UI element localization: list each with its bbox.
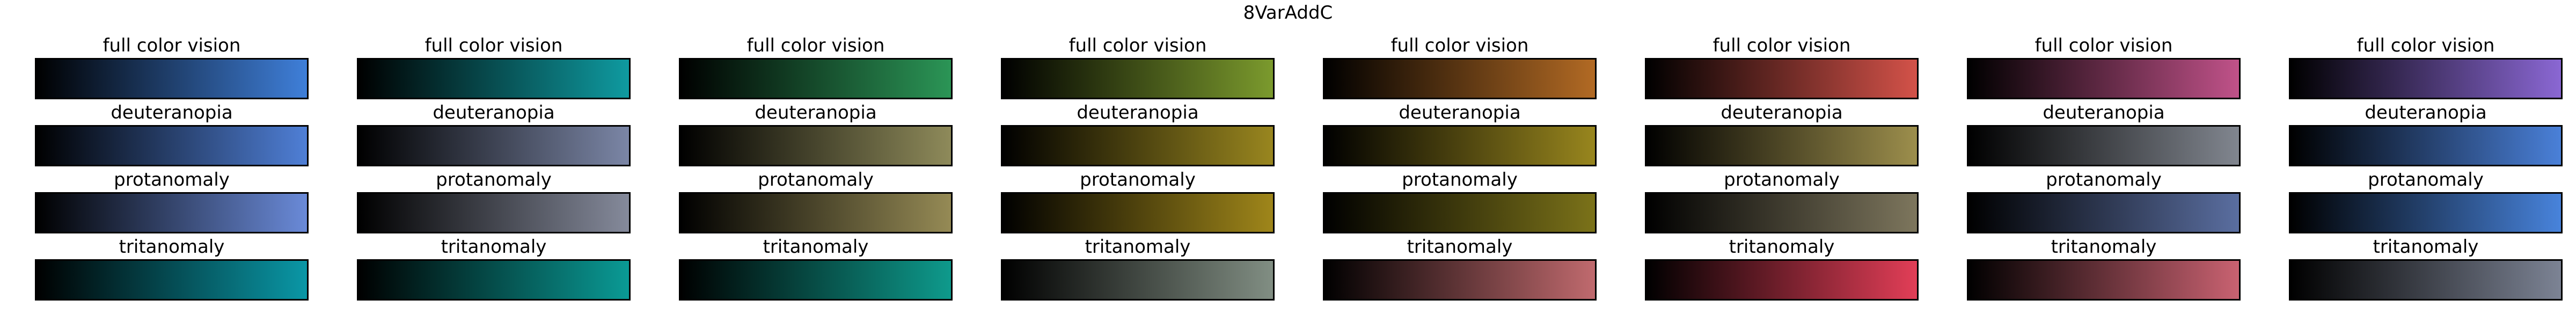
panel-deuteranopia-3: deuteranopia	[679, 102, 953, 167]
colormap-bar	[679, 192, 953, 233]
colormap-bar	[1645, 259, 1919, 301]
colormap-bar	[1001, 192, 1275, 233]
panel-label: protanomaly	[436, 169, 552, 191]
panel-label: tritanomaly	[1085, 236, 1191, 258]
colormap-bar	[1323, 58, 1597, 99]
panel-label: protanomaly	[758, 169, 874, 191]
panel-full-color-vision-1: full color vision	[35, 35, 309, 100]
panel-label: full color vision	[2357, 35, 2495, 56]
panel-label: protanomaly	[2046, 169, 2162, 191]
colormap-bar	[1323, 259, 1597, 301]
colormap-bar	[1001, 125, 1275, 166]
panel-label: deuteranopia	[111, 102, 233, 123]
panel-label: full color vision	[1391, 35, 1529, 56]
panel-label: tritanomaly	[119, 236, 225, 258]
panel-protanomaly-8: protanomaly	[2289, 169, 2563, 235]
panel-label: tritanomaly	[1407, 236, 1513, 258]
panel-protanomaly-1: protanomaly	[35, 169, 309, 235]
panel-label: tritanomaly	[763, 236, 869, 258]
panel-label: full color vision	[1069, 35, 1207, 56]
panel-deuteranopia-4: deuteranopia	[1001, 102, 1275, 167]
panel-label: protanomaly	[2368, 169, 2484, 191]
colormap-bar	[2289, 192, 2563, 233]
panel-tritanomaly-2: tritanomaly	[357, 236, 631, 302]
panel-deuteranopia-5: deuteranopia	[1323, 102, 1597, 167]
colormap-bar	[679, 259, 953, 301]
colormap-bar	[679, 58, 953, 99]
panel-protanomaly-6: protanomaly	[1645, 169, 1919, 235]
panel-full-color-vision-8: full color vision	[2289, 35, 2563, 100]
panel-tritanomaly-6: tritanomaly	[1645, 236, 1919, 302]
panel-protanomaly-7: protanomaly	[1967, 169, 2241, 235]
panel-label: full color vision	[425, 35, 563, 56]
panel-label: protanomaly	[1724, 169, 1840, 191]
panel-label: protanomaly	[1402, 169, 1518, 191]
colormap-bar	[2289, 58, 2563, 99]
panel-tritanomaly-7: tritanomaly	[1967, 236, 2241, 302]
panel-label: deuteranopia	[1077, 102, 1199, 123]
panel-tritanomaly-8: tritanomaly	[2289, 236, 2563, 302]
panel-deuteranopia-2: deuteranopia	[357, 102, 631, 167]
panel-full-color-vision-4: full color vision	[1001, 35, 1275, 100]
panel-label: deuteranopia	[2043, 102, 2165, 123]
colormap-bar	[1001, 58, 1275, 99]
panel-protanomaly-5: protanomaly	[1323, 169, 1597, 235]
panel-label: deuteranopia	[755, 102, 877, 123]
panel-label: tritanomaly	[2051, 236, 2157, 258]
panel-label: protanomaly	[1080, 169, 1196, 191]
panel-full-color-vision-6: full color vision	[1645, 35, 1919, 100]
colormap-bar	[1001, 259, 1275, 301]
colormap-bar	[357, 125, 631, 166]
panel-tritanomaly-5: tritanomaly	[1323, 236, 1597, 302]
colormap-bar	[1323, 192, 1597, 233]
colormap-bar	[357, 259, 631, 301]
panel-label: tritanomaly	[2373, 236, 2479, 258]
colormap-bar	[1645, 125, 1919, 166]
panel-label: deuteranopia	[1721, 102, 1843, 123]
panel-full-color-vision-2: full color vision	[357, 35, 631, 100]
panel-protanomaly-2: protanomaly	[357, 169, 631, 235]
panel-protanomaly-4: protanomaly	[1001, 169, 1275, 235]
colormap-bar	[1645, 192, 1919, 233]
colormap-bar	[357, 58, 631, 99]
panel-label: deuteranopia	[433, 102, 555, 123]
colormap-bar	[2289, 125, 2563, 166]
panel-label: tritanomaly	[441, 236, 547, 258]
colormap-bar	[35, 259, 309, 301]
colormap-bar	[1645, 58, 1919, 99]
panel-full-color-vision-3: full color vision	[679, 35, 953, 100]
panel-deuteranopia-7: deuteranopia	[1967, 102, 2241, 167]
panel-label: full color vision	[747, 35, 885, 56]
panel-label: full color vision	[103, 35, 241, 56]
panel-deuteranopia-1: deuteranopia	[35, 102, 309, 167]
colormap-bar	[357, 192, 631, 233]
panel-tritanomaly-4: tritanomaly	[1001, 236, 1275, 302]
panel-label: full color vision	[1713, 35, 1851, 56]
figure-title: 8VarAddC	[1243, 2, 1333, 24]
colormap-bar	[35, 125, 309, 166]
panel-full-color-vision-7: full color vision	[1967, 35, 2241, 100]
colormap-bar	[1323, 125, 1597, 166]
colormap-bar	[1967, 125, 2241, 166]
panel-label: protanomaly	[114, 169, 230, 191]
colormap-bar	[35, 192, 309, 233]
panel-protanomaly-3: protanomaly	[679, 169, 953, 235]
colormap-bar	[35, 58, 309, 99]
colormap-bar	[1967, 192, 2241, 233]
panel-label: deuteranopia	[1399, 102, 1521, 123]
colormap-bar	[1967, 58, 2241, 99]
panel-tritanomaly-1: tritanomaly	[35, 236, 309, 302]
panel-deuteranopia-8: deuteranopia	[2289, 102, 2563, 167]
panel-deuteranopia-6: deuteranopia	[1645, 102, 1919, 167]
panel-full-color-vision-5: full color vision	[1323, 35, 1597, 100]
panel-label: deuteranopia	[2365, 102, 2487, 123]
colormap-bar	[1967, 259, 2241, 301]
colormap-bar	[679, 125, 953, 166]
colormap-bar	[2289, 259, 2563, 301]
panel-label: tritanomaly	[1729, 236, 1835, 258]
panel-label: full color vision	[2035, 35, 2173, 56]
panel-tritanomaly-3: tritanomaly	[679, 236, 953, 302]
